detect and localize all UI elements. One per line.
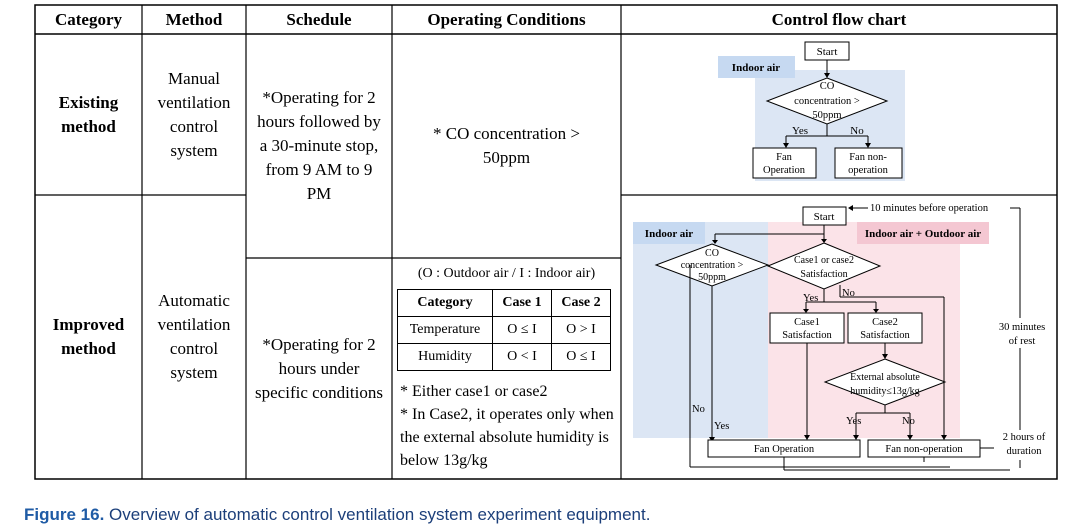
fan-op-text-1: Fan [776, 152, 793, 163]
fan-op-text-2: Operation [763, 165, 806, 176]
case-text-2: Satisfaction [800, 269, 847, 280]
rest-text-2: of rest [1009, 336, 1036, 347]
co-text-2: concentration > [681, 260, 744, 271]
indoor-outdoor-label-box [857, 222, 989, 244]
table-cell: O ≤ I [492, 316, 552, 344]
figure-label: Figure 16. [24, 505, 105, 524]
improved-schedule: *Operating for 2 hours under specific co… [255, 334, 383, 402]
duration-text-1: 2 hours of [1003, 432, 1046, 443]
table-cell: Case 2 [551, 289, 611, 317]
condition-note-1: * Either case1 or case2 [400, 383, 548, 400]
improved-flow-chart: Indoor air Indoor air + Outdoor air Star… [633, 203, 1046, 471]
case2-text-1: Case2 [872, 317, 898, 328]
yes-label: Yes [792, 125, 808, 137]
case2-text-2: Satisfaction [860, 330, 910, 341]
table-cell: O > I [551, 316, 611, 344]
indoor-outdoor-label: Indoor air + Outdoor air [865, 228, 981, 240]
header-method: Method [165, 9, 223, 29]
indoor-air-label: Indoor air [645, 228, 694, 240]
humidity-no-label: No [902, 416, 915, 427]
header-operating-conditions: Operating Conditions [427, 9, 586, 29]
improved-category: Improved method [52, 315, 125, 358]
case-text-1: Case1 or case2 [794, 255, 854, 266]
fan-non-operation-label: Fan non-operation [885, 444, 963, 455]
shared-schedule: *Operating for 2 hours followed by a 30-… [257, 88, 381, 203]
existing-method: Manual ventilation control system [157, 68, 231, 160]
improved-method: Automatic ventilation control system [157, 291, 231, 382]
humidity-yes-label: Yes [846, 416, 861, 427]
indoor-air-label-box [633, 222, 705, 244]
co-text-3: 50ppm [698, 272, 726, 283]
table-cell: Temperature [397, 316, 493, 344]
header-schedule: Schedule [286, 9, 352, 29]
fan-non-text-2: operation [848, 165, 888, 176]
table-cell: Case 1 [492, 289, 552, 317]
case2-box [847, 312, 923, 344]
start-label: Start [814, 211, 835, 223]
fan-operation-box [752, 147, 817, 179]
table-cell: O ≤ I [551, 343, 611, 371]
duration-text-2: duration [1007, 446, 1043, 457]
rest-text-1: 30 minutes [999, 322, 1045, 333]
case-no-label: No [842, 288, 855, 299]
table-row: Temperature O ≤ I O > I [397, 316, 611, 344]
co-text-1: CO [820, 81, 835, 92]
existing-category: Existing method [58, 92, 119, 136]
figure-caption: Figure 16. Overview of automatic control… [24, 505, 650, 525]
case1-text-1: Case1 [794, 317, 820, 328]
fan-non-text-1: Fan non- [849, 152, 887, 163]
case1-box [769, 312, 845, 344]
no-label: No [850, 125, 864, 137]
conditions-table: Category Case 1 Case 2 Temperature O ≤ I… [397, 289, 611, 371]
table-row: Category Case 1 Case 2 [397, 289, 611, 317]
co-no-label: No [692, 404, 705, 415]
start-label: Start [817, 46, 838, 58]
indoor-air-label: Indoor air [732, 62, 781, 74]
fan-non-operation-box [834, 147, 903, 179]
before-operation-label: 10 minutes before operation [870, 203, 989, 214]
indoor-air-label-box [718, 56, 795, 78]
table-cell: O < I [492, 343, 552, 371]
condition-note-2: * In Case2, it operates only when the ex… [400, 406, 614, 469]
header-control-flow-chart: Control flow chart [771, 9, 907, 29]
co-yes-label: Yes [714, 421, 729, 432]
humidity-text-1: External absolute [850, 372, 920, 383]
case1-text-2: Satisfaction [782, 330, 832, 341]
co-text-1: CO [705, 248, 719, 259]
co-text-2: concentration > [794, 96, 860, 107]
table-row: Humidity O < I O ≤ I [397, 343, 611, 371]
figure-caption-text: Overview of automatic control ventilatio… [104, 505, 651, 524]
existing-condition: * CO concentration > 50ppm [433, 124, 580, 167]
condition-legend: (O : Outdoor air / I : Indoor air) [417, 266, 596, 281]
table-cell: Humidity [397, 343, 493, 371]
humidity-text-2: humidity≤13g/kg [850, 386, 919, 397]
existing-flow-chart: Indoor air Start CO concentration > 50pp… [718, 41, 905, 181]
case-yes-label: Yes [803, 293, 818, 304]
table-cell: Category [397, 289, 493, 317]
fan-operation-label: Fan Operation [754, 444, 815, 455]
co-text-3: 50ppm [812, 110, 841, 121]
header-category: Category [54, 9, 123, 29]
